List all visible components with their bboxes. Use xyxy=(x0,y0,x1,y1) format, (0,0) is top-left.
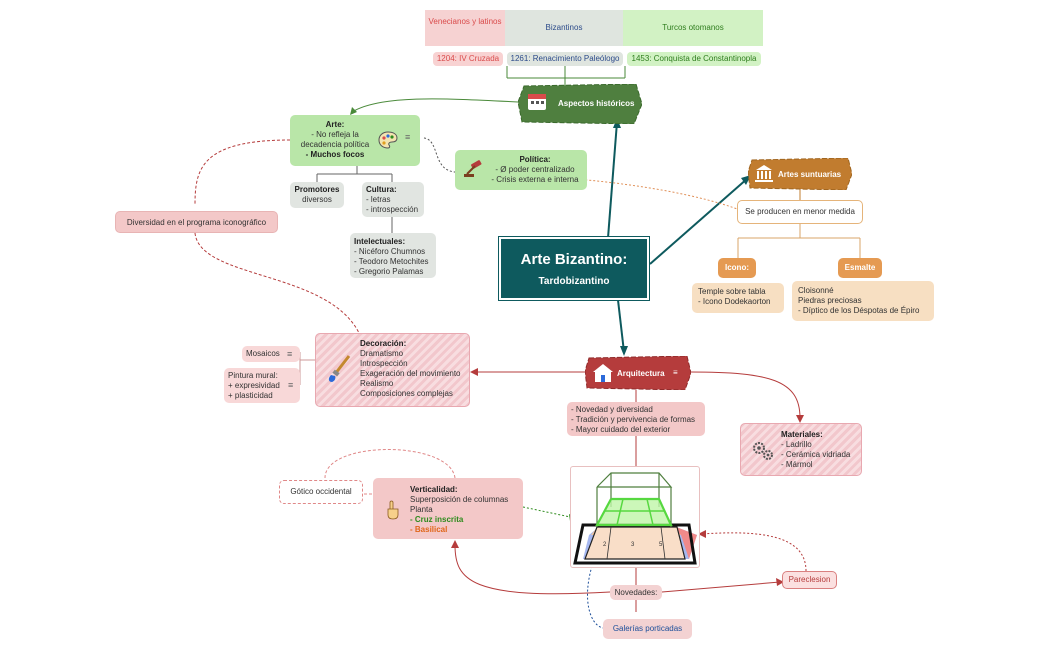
bank-icon xyxy=(755,165,773,182)
central-title: Arte Bizantino: xyxy=(520,251,628,268)
cultura-node[interactable]: Cultura: - letras - introspección xyxy=(362,182,424,217)
materiales-title: Materiales: xyxy=(781,430,823,439)
gears-icon xyxy=(753,442,773,460)
pintura-node[interactable]: Pintura mural: + expresividad + plastici… xyxy=(224,368,300,403)
icono-item: - Icono Dodekaorton xyxy=(698,297,771,306)
paintbrush-icon xyxy=(328,355,351,382)
politica-item: - Crisis externa e interna xyxy=(491,175,579,184)
verticalidad-basilical: - Basilical xyxy=(410,525,448,534)
decoracion-item: Introspección xyxy=(360,359,408,368)
materiales-node[interactable]: Materiales: - Ladrillo - Cerámica vidria… xyxy=(740,423,862,476)
pintura-item: + expresividad xyxy=(228,381,280,390)
central-subtitle: Tardobizantino xyxy=(538,276,610,287)
mosaicos-label: Mosaicos xyxy=(246,349,280,358)
mosaicos-node[interactable]: Mosaicos ≡ xyxy=(242,346,300,362)
decoracion-node[interactable]: Decoración: Dramatismo Introspección Exa… xyxy=(315,333,470,407)
politica-title: Política: xyxy=(519,155,551,164)
timeline-header-latinos: Venecianos y latinos xyxy=(425,10,505,46)
decoracion-title: Decoración: xyxy=(360,339,407,348)
timeline-header-otomanos: Turcos otomanos xyxy=(623,10,763,46)
esmalte-item: Piedras preciosas xyxy=(798,296,862,305)
icono-node[interactable]: Icono: xyxy=(718,258,756,278)
calendar-icon xyxy=(528,94,546,110)
materiales-item: - Cerámica vidriada xyxy=(781,450,851,459)
intelectuales-item: - Nicéforo Chumnos xyxy=(354,247,426,256)
verticalidad-cruz: - Cruz inscrita xyxy=(410,515,464,524)
politica-node[interactable]: Política: - Ø poder centralizado - Crisi… xyxy=(455,150,587,190)
verticalidad-title: Verticalidad: xyxy=(410,485,458,494)
intelectuales-node[interactable]: Intelectuales: - Nicéforo Chumnos - Teod… xyxy=(350,233,436,278)
decoracion-item: Exageración del movimiento xyxy=(360,369,461,378)
politica-item: - Ø poder centralizado xyxy=(495,165,575,174)
intelectuales-item: - Teodoro Metochites xyxy=(354,257,429,266)
house-icon xyxy=(593,364,613,382)
arte-item: - No refleja la decadencia política xyxy=(300,130,370,149)
plan-number-left: 2 xyxy=(603,542,607,548)
notes-icon[interactable]: ≡ xyxy=(288,380,294,390)
aspectos-label: Aspectos históricos xyxy=(558,99,635,108)
arquitectura-item: - Novedad y diversidad xyxy=(571,405,653,414)
arquitectura-node[interactable]: Arquitectura ≡ xyxy=(585,356,691,390)
decoracion-item: Realismo xyxy=(360,379,394,388)
novedades-node[interactable]: Novedades: xyxy=(610,585,662,600)
event-iv-cruzada: 1204: IV Cruzada xyxy=(433,52,503,66)
notes-icon[interactable]: ≡ xyxy=(405,132,411,142)
diversidad-node[interactable]: Diversidad en el programa iconográfico xyxy=(115,211,278,233)
decoracion-item: Dramatismo xyxy=(360,349,404,358)
pointing-hand-icon xyxy=(387,500,399,520)
promotores-sub: diversos xyxy=(302,195,332,204)
pintura-item: Pintura mural: xyxy=(228,371,278,380)
icono-detail[interactable]: Temple sobre tabla - Icono Dodekaorton xyxy=(692,283,784,313)
esmalte-item: Cloisonné xyxy=(798,286,834,295)
artes-suntuarias-node[interactable]: Artes suntuarias xyxy=(748,158,852,190)
verticalidad-item: Superposición de columnas xyxy=(410,495,509,504)
notes-icon: ≡ xyxy=(673,368,678,377)
plan-number-center: 3 xyxy=(631,542,635,548)
verticalidad-node[interactable]: Verticalidad: Superposición de columnas … xyxy=(373,478,523,539)
cultura-item: - letras xyxy=(366,195,391,204)
event-renacimiento: 1261: Renacimiento Paleólogo xyxy=(507,52,623,66)
arquitectura-items-node[interactable]: - Novedad y diversidad - Tradición y per… xyxy=(567,402,705,436)
galerias-node[interactable]: Galerías porticadas xyxy=(603,619,692,639)
icono-item: Temple sobre tabla xyxy=(698,287,766,296)
promotores-node[interactable]: Promotores diversos xyxy=(290,182,344,208)
plan-number-right: 5 xyxy=(659,542,663,548)
decoracion-item: Composiciones complejas xyxy=(360,389,453,398)
palette-icon xyxy=(378,131,398,149)
plan-diagram-frame: 2 3 5 xyxy=(570,466,700,568)
esmalte-item: - Díptico de los Déspotas de Épiro xyxy=(798,306,920,315)
aspectos-historicos-node[interactable]: Aspectos históricos xyxy=(518,84,642,124)
materiales-item: - Ladrillo xyxy=(781,440,812,449)
gavel-icon xyxy=(464,160,482,177)
plan-diagram: 2 3 5 xyxy=(573,472,697,565)
arte-title: Arte: xyxy=(325,120,345,129)
promotores-title: Promotores xyxy=(294,185,340,194)
pareclesion-node[interactable]: Pareclesion xyxy=(782,571,837,589)
producen-node[interactable]: Se producen en menor medida xyxy=(737,200,863,224)
central-node[interactable]: Arte Bizantino: Tardobizantino xyxy=(498,236,650,301)
intelectuales-item: - Gregorio Palamas xyxy=(354,267,424,276)
arquitectura-item: - Tradición y pervivencia de formas xyxy=(571,415,696,424)
materiales-item: - Mármol xyxy=(781,460,813,469)
cultura-item: - introspección xyxy=(366,205,419,214)
notes-icon[interactable]: ≡ xyxy=(287,349,293,359)
pintura-item: + plasticidad xyxy=(228,391,273,400)
arte-item: - Muchos focos xyxy=(305,150,365,159)
intelectuales-title: Intelectuales: xyxy=(354,237,406,246)
timeline-header-bizantinos: Bizantinos xyxy=(505,10,623,46)
cultura-title: Cultura: xyxy=(366,185,397,194)
arquitectura-label: Arquitectura xyxy=(617,369,665,378)
event-conquista: 1453: Conquista de Constantinopla xyxy=(627,52,761,66)
verticalidad-item: Planta xyxy=(410,505,433,514)
esmalte-detail[interactable]: Cloisonné Piedras preciosas - Díptico de… xyxy=(792,281,934,321)
suntuarias-label: Artes suntuarias xyxy=(778,170,842,179)
arte-node[interactable]: Arte: - No refleja la decadencia polític… xyxy=(290,115,420,166)
arquitectura-item: - Mayor cuidado del exterior xyxy=(571,425,671,434)
gotico-node[interactable]: Gótico occidental xyxy=(279,480,363,504)
esmalte-node[interactable]: Esmalte xyxy=(838,258,882,278)
